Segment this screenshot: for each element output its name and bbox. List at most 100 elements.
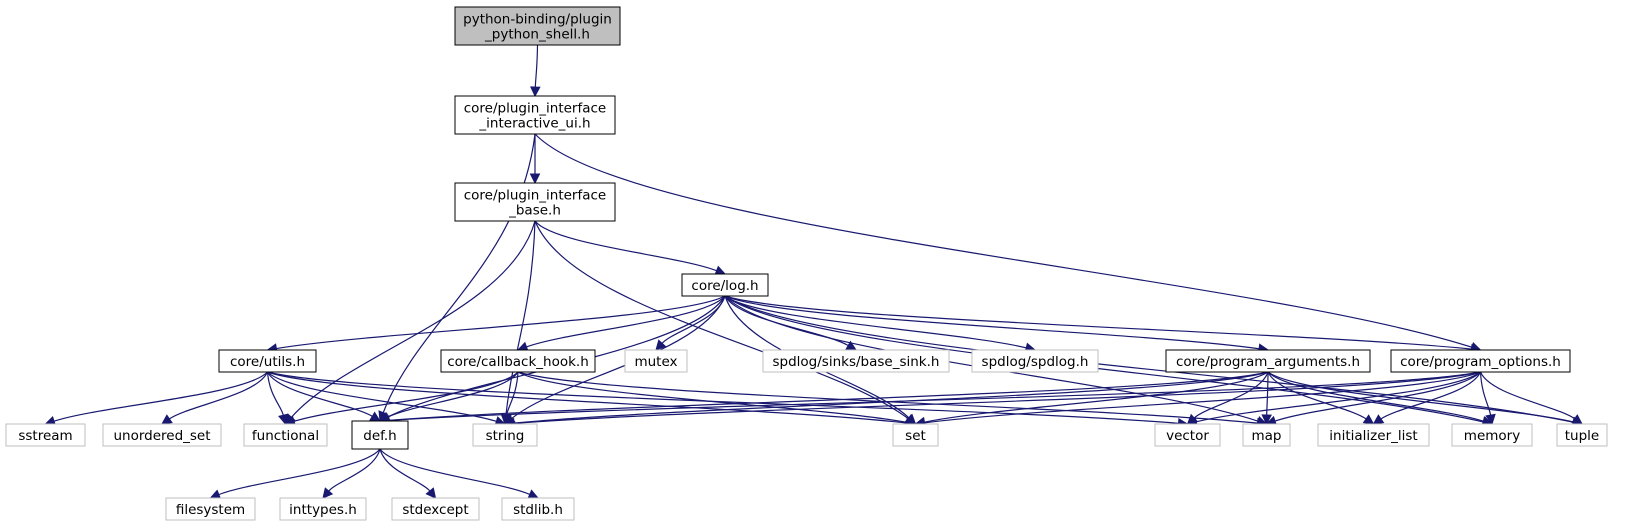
node-label: memory bbox=[1464, 428, 1520, 444]
edge-log-to-cbhook bbox=[516, 295, 726, 352]
node-progargs[interactable]: core/program_arguments.h bbox=[1165, 349, 1371, 373]
edge-line bbox=[724, 295, 1574, 423]
node-box bbox=[5, 423, 86, 447]
arrowhead bbox=[1362, 414, 1375, 425]
edge-line bbox=[526, 295, 726, 348]
node-set[interactable]: set bbox=[892, 423, 939, 447]
node-memory[interactable]: memory bbox=[1451, 423, 1533, 447]
edge-line bbox=[724, 295, 1260, 350]
edge-utils-to-unordered_set bbox=[161, 371, 269, 425]
node-label: tuple bbox=[1565, 428, 1599, 444]
edge-line bbox=[505, 220, 536, 416]
edge-def-to-stdexcept bbox=[379, 448, 437, 499]
node-inttypes[interactable]: inttypes.h bbox=[279, 497, 367, 521]
node-basesink[interactable]: spdlog/sinks/base_sink.h bbox=[762, 349, 950, 373]
arrowhead bbox=[161, 414, 173, 425]
edge-line bbox=[290, 220, 536, 418]
node-pi_base[interactable]: core/plugin_interface_base.h bbox=[454, 182, 616, 222]
node-sstream[interactable]: sstream bbox=[5, 423, 86, 447]
node-label: _python_shell.h bbox=[484, 27, 590, 43]
edge-line bbox=[267, 371, 907, 424]
edge-line bbox=[276, 295, 726, 350]
node-label: python-binding/plugin bbox=[463, 12, 612, 28]
node-map[interactable]: map bbox=[1242, 423, 1291, 447]
node-unordered_set[interactable]: unordered_set bbox=[102, 423, 222, 447]
node-progopts[interactable]: core/program_options.h bbox=[1390, 349, 1571, 373]
node-stdexcept[interactable]: stdexcept bbox=[391, 497, 480, 521]
node-label: spdlog/spdlog.h bbox=[982, 354, 1089, 370]
edge-line bbox=[328, 448, 381, 492]
node-label: core/callback_hook.h bbox=[447, 354, 589, 370]
node-pi_ui[interactable]: core/plugin_interface_interactive_ui.h bbox=[454, 95, 616, 135]
node-string[interactable]: string bbox=[472, 423, 538, 447]
node-log[interactable]: core/log.h bbox=[681, 273, 769, 297]
arrowhead bbox=[529, 173, 541, 185]
node-label: string bbox=[486, 428, 525, 444]
node-box bbox=[391, 497, 480, 521]
node-box bbox=[1154, 423, 1221, 447]
edge-line bbox=[293, 371, 519, 422]
node-root[interactable]: python-binding/plugin_python_shell.h bbox=[454, 6, 621, 46]
edge-cbhook-to-map bbox=[517, 371, 1268, 429]
node-box bbox=[454, 95, 616, 135]
node-functional[interactable]: functional bbox=[243, 423, 328, 447]
edge-line bbox=[387, 371, 519, 418]
edge-progopts-to-memory bbox=[1479, 371, 1496, 426]
node-mutex[interactable]: mutex bbox=[624, 349, 688, 373]
arrowhead bbox=[425, 487, 437, 499]
edge-line bbox=[505, 371, 519, 416]
node-box bbox=[454, 182, 616, 222]
edge-line bbox=[1267, 371, 1367, 420]
node-box bbox=[165, 497, 256, 521]
edge-line bbox=[513, 371, 1481, 424]
arrowhead bbox=[278, 413, 289, 426]
edge-line bbox=[1266, 371, 1269, 416]
edge-pi_ui-to-pi_base bbox=[529, 134, 541, 185]
node-vector[interactable]: vector bbox=[1154, 423, 1221, 447]
edge-progopts-to-tuple bbox=[1479, 371, 1583, 425]
node-box bbox=[762, 349, 950, 373]
arrowhead bbox=[322, 487, 334, 499]
node-label: core/program_arguments.h bbox=[1176, 354, 1360, 370]
edge-line bbox=[266, 371, 373, 417]
arrowhead bbox=[1372, 414, 1385, 425]
node-cbhook[interactable]: core/callback_hook.h bbox=[440, 349, 596, 373]
edge-line bbox=[1274, 371, 1481, 422]
edge-progopts-to-vector bbox=[1186, 371, 1481, 427]
node-label: vector bbox=[1166, 428, 1209, 444]
edge-line bbox=[924, 371, 1481, 424]
node-box bbox=[218, 349, 317, 373]
edge-root-to-pi_ui bbox=[530, 44, 541, 98]
arrowhead bbox=[527, 489, 540, 500]
node-utils[interactable]: core/utils.h bbox=[218, 349, 317, 373]
edge-progargs-to-initializer_list bbox=[1267, 371, 1375, 425]
node-label: def.h bbox=[363, 428, 397, 444]
node-initializer_list[interactable]: initializer_list bbox=[1317, 423, 1430, 447]
node-label: sstream bbox=[18, 428, 72, 444]
arrowhead bbox=[1571, 414, 1583, 425]
edge-line bbox=[169, 371, 269, 420]
edge-utils-to-functional bbox=[266, 371, 289, 426]
node-tuple[interactable]: tuple bbox=[1556, 423, 1608, 447]
node-stdlib[interactable]: stdlib.h bbox=[501, 497, 575, 521]
edge-line bbox=[379, 448, 530, 495]
node-def[interactable]: def.h bbox=[351, 420, 409, 450]
node-label: spdlog/sinks/base_sink.h bbox=[773, 354, 940, 370]
edge-progopts-to-string bbox=[503, 371, 1481, 429]
node-box bbox=[351, 420, 409, 450]
edge-def-to-inttypes bbox=[322, 448, 381, 499]
node-spdlog[interactable]: spdlog/spdlog.h bbox=[971, 349, 1099, 373]
node-box bbox=[243, 423, 328, 447]
node-filesystem[interactable]: filesystem bbox=[165, 497, 256, 521]
node-label: set bbox=[905, 428, 926, 444]
edge-def-to-filesystem bbox=[209, 448, 381, 500]
node-box bbox=[892, 423, 939, 447]
edge-line bbox=[534, 133, 1473, 348]
node-label: _base.h bbox=[508, 203, 561, 219]
arrowhead bbox=[1485, 413, 1496, 426]
node-label: core/plugin_interface bbox=[464, 101, 607, 117]
edge-progopts-to-initializer_list bbox=[1372, 371, 1482, 425]
edge-line bbox=[267, 371, 1179, 424]
edge-line bbox=[1267, 371, 1574, 423]
node-box bbox=[1451, 423, 1533, 447]
